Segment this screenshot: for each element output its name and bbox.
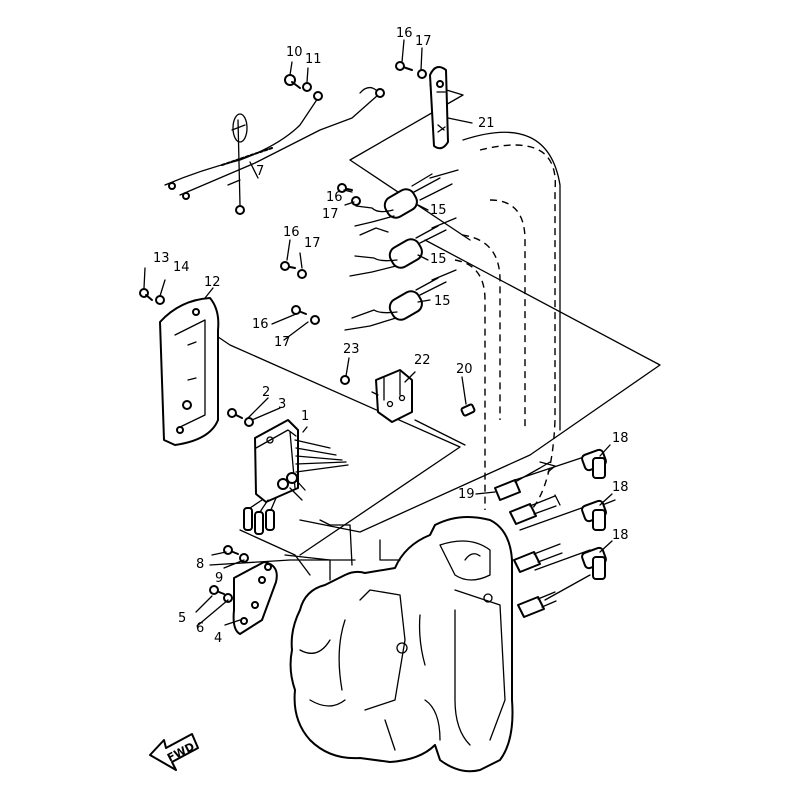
callout-17c: 17 xyxy=(304,236,321,251)
callout-8: 8 xyxy=(196,557,204,572)
bolt-10 xyxy=(284,74,301,89)
callout-22: 22 xyxy=(414,353,431,368)
callout-4: 4 xyxy=(214,631,222,646)
callout-16a: 16 xyxy=(396,26,413,41)
washers-9-6 xyxy=(223,553,249,603)
wire-harness xyxy=(164,86,385,215)
callout-14: 14 xyxy=(173,260,190,275)
callout-13: 13 xyxy=(153,251,170,266)
callout-20: 20 xyxy=(456,362,473,377)
callout-3: 3 xyxy=(278,397,286,412)
spark-plug-cap-3 xyxy=(581,546,607,580)
callout-15c: 15 xyxy=(434,294,451,309)
callout-18a: 18 xyxy=(612,431,629,446)
callout-10: 10 xyxy=(286,45,303,60)
ignition-coil-2 xyxy=(349,217,457,277)
callout-11: 11 xyxy=(305,52,322,67)
callout-15a: 15 xyxy=(430,203,447,218)
forward-arrow: FWD xyxy=(149,733,199,771)
assembly-guide-lines xyxy=(189,84,661,601)
washer-11 xyxy=(302,82,312,92)
callout-23: 23 xyxy=(343,342,360,357)
callout-12: 12 xyxy=(204,275,221,290)
spark-plug-cap-2 xyxy=(581,499,607,531)
callout-9: 9 xyxy=(215,571,223,586)
coil-washers-17 xyxy=(297,196,361,325)
spark-plug-2 xyxy=(513,543,563,573)
leader-lines xyxy=(143,39,613,627)
screw-13 xyxy=(139,288,153,301)
callout-18c: 18 xyxy=(612,528,629,543)
bolts-8-5 xyxy=(209,545,239,595)
spark-plug-3 xyxy=(517,591,557,618)
ignition-bracket xyxy=(429,65,449,150)
callout-5: 5 xyxy=(178,611,186,626)
callout-16d: 16 xyxy=(252,317,269,332)
callout-2: 2 xyxy=(262,385,270,400)
spring-20 xyxy=(460,403,476,417)
cdi-cover xyxy=(159,297,220,446)
callout-7: 7 xyxy=(256,164,264,179)
spark-plug-cap-1 xyxy=(581,448,607,479)
callout-17d: 17 xyxy=(274,335,291,350)
callout-15b: 15 xyxy=(430,252,447,267)
callout-17a: 17 xyxy=(415,34,432,49)
thermo-switch xyxy=(494,461,556,501)
bolt-16-top xyxy=(395,61,413,71)
callout-6: 6 xyxy=(196,621,204,636)
callout-16c: 16 xyxy=(283,225,300,240)
bolt-2 xyxy=(227,408,243,419)
mounting-bracket xyxy=(232,561,278,635)
callout-21: 21 xyxy=(478,116,495,131)
callout-19: 19 xyxy=(458,487,475,502)
nut-23 xyxy=(340,375,350,385)
callout-16b: 16 xyxy=(326,190,343,205)
washer-14 xyxy=(155,295,165,305)
callout-1: 1 xyxy=(301,409,309,424)
ignition-coil-1 xyxy=(354,169,459,227)
washer-17-top xyxy=(417,69,427,79)
ignition-coil-3 xyxy=(344,269,457,331)
cdi-unit xyxy=(243,419,349,535)
callout-numbers: 1 2 3 4 5 6 7 8 9 10 11 12 13 14 15 15 1… xyxy=(153,26,629,646)
callout-18b: 18 xyxy=(612,480,629,495)
spark-plug-1 xyxy=(509,494,561,525)
relay-module xyxy=(371,369,413,423)
washer-3 xyxy=(244,417,254,427)
callout-17b: 17 xyxy=(322,207,339,222)
engine-block xyxy=(289,515,514,773)
